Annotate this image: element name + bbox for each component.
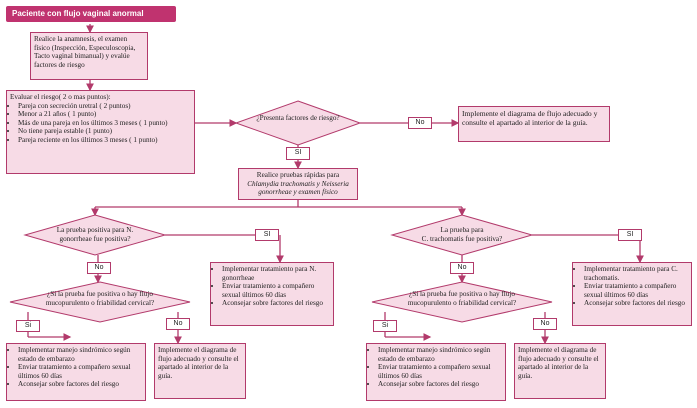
si-label: SI xyxy=(286,147,310,160)
decision-gono-shape xyxy=(23,214,167,256)
risk-item: Pareja con secreción uretral ( 2 puntos) xyxy=(18,102,191,111)
rapid-tests: Realice pruebas rápidas para Chlamydia t… xyxy=(238,168,358,200)
risk-list: Pareja con secreción uretral ( 2 puntos)… xyxy=(10,102,191,145)
risk-item: Menor a 21 años ( 1 punto) xyxy=(18,110,191,119)
syndromic-item: Enviar tratamiento a compañero sexual úl… xyxy=(18,363,142,380)
decision-flujo-left: ¿Si la prueba fue positiva o hay flujo m… xyxy=(45,290,155,307)
risk-heading: Evaluar el riesgo( 2 o mas puntos): xyxy=(10,93,111,101)
implement-small-right: Implemente el diagrama de flujo adecuado… xyxy=(514,343,606,399)
risk-item: Pareja reciente en los últimos 3 meses (… xyxy=(18,136,191,145)
treat-chlam-item: Aconsejar sobre factores del riesgo xyxy=(584,299,688,308)
rapid-tests-line2: Chlamydia trachomatis y Neisseria gonorr… xyxy=(247,179,349,197)
implement-small-left: Implemente el diagrama de flujo adecuado… xyxy=(154,343,246,399)
si-label-flujo-left: Si xyxy=(16,320,40,332)
flow-title: Paciente con flujo vaginal anormal xyxy=(6,6,176,22)
syndromic-item: Implementar manejo sindrómico según esta… xyxy=(378,346,502,363)
no-label-flujo-right: No xyxy=(533,318,557,330)
syndromic-left: Implementar manejo sindrómico según esta… xyxy=(6,343,146,401)
treat-chlam-item: Implementar tratamiento para C. trachoma… xyxy=(584,265,688,282)
treat-gono-item: Implementar tratamiento para N. gonorrhe… xyxy=(222,265,330,282)
syndromic-right: Implementar manejo sindrómico según esta… xyxy=(366,343,506,401)
decision-flujo-right-shape xyxy=(371,281,553,323)
risk-item: Más de una pareja en los últimos 3 meses… xyxy=(18,119,191,128)
syndromic-item: Aconsejar sobre factores del riesgo xyxy=(378,380,502,389)
implement-guide: Implemente el diagrama de flujo adecuado… xyxy=(458,106,610,142)
no-label-chlam: No xyxy=(450,262,474,274)
rapid-tests-line1: Realice pruebas rápidas para xyxy=(256,171,340,179)
treat-chlam: Implementar tratamiento para C. trachoma… xyxy=(572,262,692,326)
step-anamnesis: Realice la anamnesis, el examen físico (… xyxy=(30,32,148,80)
treat-chlam-item: Enviar tratamiento a compañero sexual úl… xyxy=(584,282,688,299)
treat-gono-item: Enviar tratamiento a compañero sexual úl… xyxy=(222,282,330,299)
risk-item: No tiene pareja estable (1 punto) xyxy=(18,127,191,136)
no-label-gono: No xyxy=(87,262,111,274)
decision-flujo-right: ¿Si la prueba fue positiva o hay flujo m… xyxy=(407,290,517,307)
syndromic-item: Enviar tratamiento a compañero sexual úl… xyxy=(378,363,502,380)
no-label-flujo-left: No xyxy=(166,318,190,330)
treat-gono: Implementar tratamiento para N. gonorrhe… xyxy=(210,262,334,326)
decision-flujo-left-shape xyxy=(9,281,191,323)
decision-chlam: La prueba para C. trachomatis fue positi… xyxy=(421,226,503,243)
si-label-gono: SI xyxy=(255,229,279,241)
si-label-flujo-right: Si xyxy=(373,320,397,332)
decision-risk-shape xyxy=(234,100,362,146)
decision-risk: ¿Presenta factores de riesgo? xyxy=(256,114,340,122)
decision-gono: La prueba positiva para N. gonorrheae fu… xyxy=(56,226,134,243)
risk-evaluation: Evaluar el riesgo( 2 o mas puntos): Pare… xyxy=(6,90,195,174)
syndromic-item: Aconsejar sobre factores del riesgo xyxy=(18,380,142,389)
syndromic-item: Implementar manejo sindrómico según esta… xyxy=(18,346,142,363)
no-label: No xyxy=(408,117,432,129)
decision-chlam-shape xyxy=(390,214,534,256)
treat-gono-item: Aconsejar sobre factores del riesgo xyxy=(222,299,330,308)
si-label-chlam: SI xyxy=(618,229,642,241)
